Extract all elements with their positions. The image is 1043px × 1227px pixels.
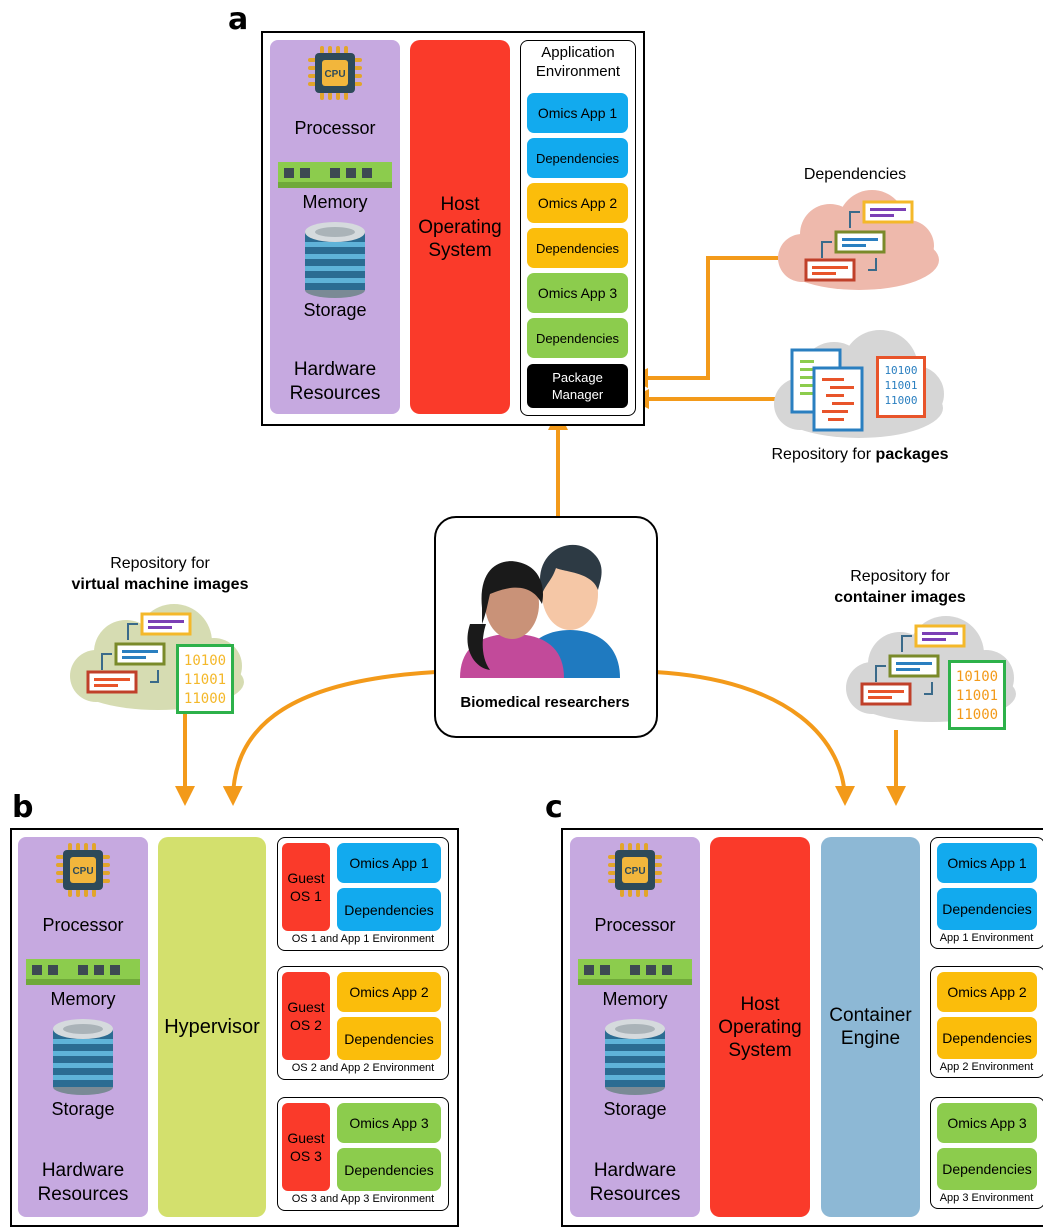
storage-label: Storage xyxy=(303,300,367,320)
memory-label: Memory xyxy=(50,989,116,1009)
omics-app-2-b: Omics App 2 xyxy=(337,972,441,1012)
dependencies-1-c: Dependencies xyxy=(937,888,1037,930)
svg-text:CPU: CPU xyxy=(624,866,645,877)
memory-icon xyxy=(578,959,692,985)
dependencies-2-b: Dependencies xyxy=(337,1017,441,1060)
panel-label-a: a xyxy=(228,2,249,37)
omics-app-3-a: Omics App 3 xyxy=(527,273,628,313)
cpu-icon: CPU xyxy=(56,843,110,897)
processor-label: Processor xyxy=(594,915,676,935)
packages-repository-label: Repository for packages xyxy=(771,446,949,463)
cpu-icon: CPU xyxy=(608,843,662,897)
svg-text:CPU: CPU xyxy=(72,866,93,877)
dependencies-cloud-label: Dependencies xyxy=(803,166,907,183)
storage-label: Storage xyxy=(51,1099,115,1119)
dependencies-3-a: Dependencies xyxy=(527,318,628,358)
dependencies-1-b: Dependencies xyxy=(337,888,441,931)
storage-label: Storage xyxy=(603,1099,667,1119)
researchers-icon xyxy=(460,544,620,678)
panel-label-b: b xyxy=(12,790,34,825)
hypervisor: Hypervisor xyxy=(158,837,266,1217)
dependencies-1-a: Dependencies xyxy=(527,138,628,178)
storage-icon xyxy=(605,1019,665,1095)
memory-label: Memory xyxy=(602,989,668,1009)
processor-label: Processor xyxy=(294,118,376,138)
memory-label: Memory xyxy=(302,192,368,212)
omics-app-3-c: Omics App 3 xyxy=(937,1103,1037,1143)
cpu-icon: CPU xyxy=(308,46,362,100)
omics-app-3-b: Omics App 3 xyxy=(337,1103,441,1143)
arrow-researchers-to-hypervisor xyxy=(222,670,437,806)
storage-icon xyxy=(305,222,365,298)
os3-app3-environment-label: OS 3 and App 3 Environment xyxy=(291,1193,435,1205)
memory-icon xyxy=(26,959,140,985)
dependencies-3-c: Dependencies xyxy=(937,1148,1037,1190)
biomedical-researchers-label: Biomedical researchers xyxy=(460,694,630,711)
dependencies-3-b: Dependencies xyxy=(337,1148,441,1191)
omics-app-1-b: Omics App 1 xyxy=(337,843,441,883)
os1-app1-environment-label: OS 1 and App 1 Environment xyxy=(291,933,435,945)
omics-app-2-a: Omics App 2 xyxy=(527,183,628,223)
dependencies-2-a: Dependencies xyxy=(527,228,628,268)
storage-icon xyxy=(53,1019,113,1095)
panel-label-c: c xyxy=(545,790,563,825)
os2-app2-environment-label: OS 2 and App 2 Environment xyxy=(291,1062,435,1074)
arrow-dependencies-to-package-manager xyxy=(628,256,778,388)
svg-text:CPU: CPU xyxy=(324,69,345,80)
processor-label: Processor xyxy=(42,915,124,935)
arrow-researchers-to-container-engine xyxy=(654,670,855,806)
dependencies-cloud-icon xyxy=(778,190,939,290)
omics-app-1-c: Omics App 1 xyxy=(937,843,1037,883)
app1-environment-label: App 1 Environment xyxy=(939,932,1034,944)
app3-environment-label: App 3 Environment xyxy=(939,1192,1034,1204)
dependencies-2-c: Dependencies xyxy=(937,1017,1037,1059)
app2-environment-label: App 2 Environment xyxy=(939,1061,1034,1073)
omics-app-2-c: Omics App 2 xyxy=(937,972,1037,1012)
memory-icon xyxy=(278,162,392,188)
omics-app-1-a: Omics App 1 xyxy=(527,93,628,133)
